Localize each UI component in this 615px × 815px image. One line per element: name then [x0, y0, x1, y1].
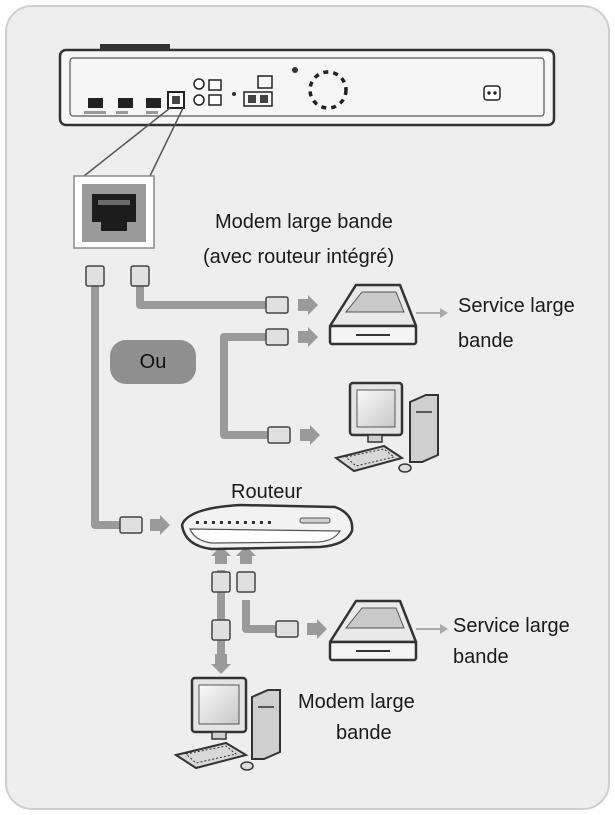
- modem-bottom-label-line1: Modem large: [298, 691, 415, 713]
- broadband-modem-bottom-icon: [328, 599, 418, 662]
- service-top-label-line1: Service large: [458, 295, 575, 317]
- player-rear-panel: [58, 44, 556, 127]
- callout-lines: [83, 107, 184, 177]
- service-top-label-line2: bande: [458, 330, 514, 352]
- cable-plugs: [85, 265, 299, 641]
- audio-connector-icon: [193, 78, 222, 106]
- lan-port-zoom: [73, 175, 155, 249]
- or-badge: Ou: [110, 340, 196, 384]
- modem-router-label-line2: (avec routeur intégré): [203, 246, 395, 268]
- fan-icon: [292, 67, 348, 110]
- router-icon: [180, 503, 354, 551]
- service-bottom-label-line2: bande: [453, 646, 509, 668]
- cables: [91, 285, 276, 656]
- computer-top-icon: [333, 381, 439, 473]
- service-bottom-label-line1: Service large: [453, 615, 570, 637]
- signal-arrows: [150, 295, 327, 674]
- modem-router-label-line1: Modem large bande: [215, 211, 393, 233]
- modem-bottom-label-line2: bande: [336, 722, 392, 744]
- computer-bottom-icon: [173, 676, 281, 771]
- service-arrows: [416, 308, 448, 634]
- broadband-modem-top-icon: [328, 283, 418, 346]
- hdmi-port-icon: [84, 98, 161, 114]
- lan-port-icon: [167, 91, 185, 109]
- power-socket-icon: [483, 85, 501, 101]
- router-label: Routeur: [231, 481, 303, 503]
- speaker-terminal-icon: [232, 75, 273, 107]
- diagram-panel: [5, 5, 610, 810]
